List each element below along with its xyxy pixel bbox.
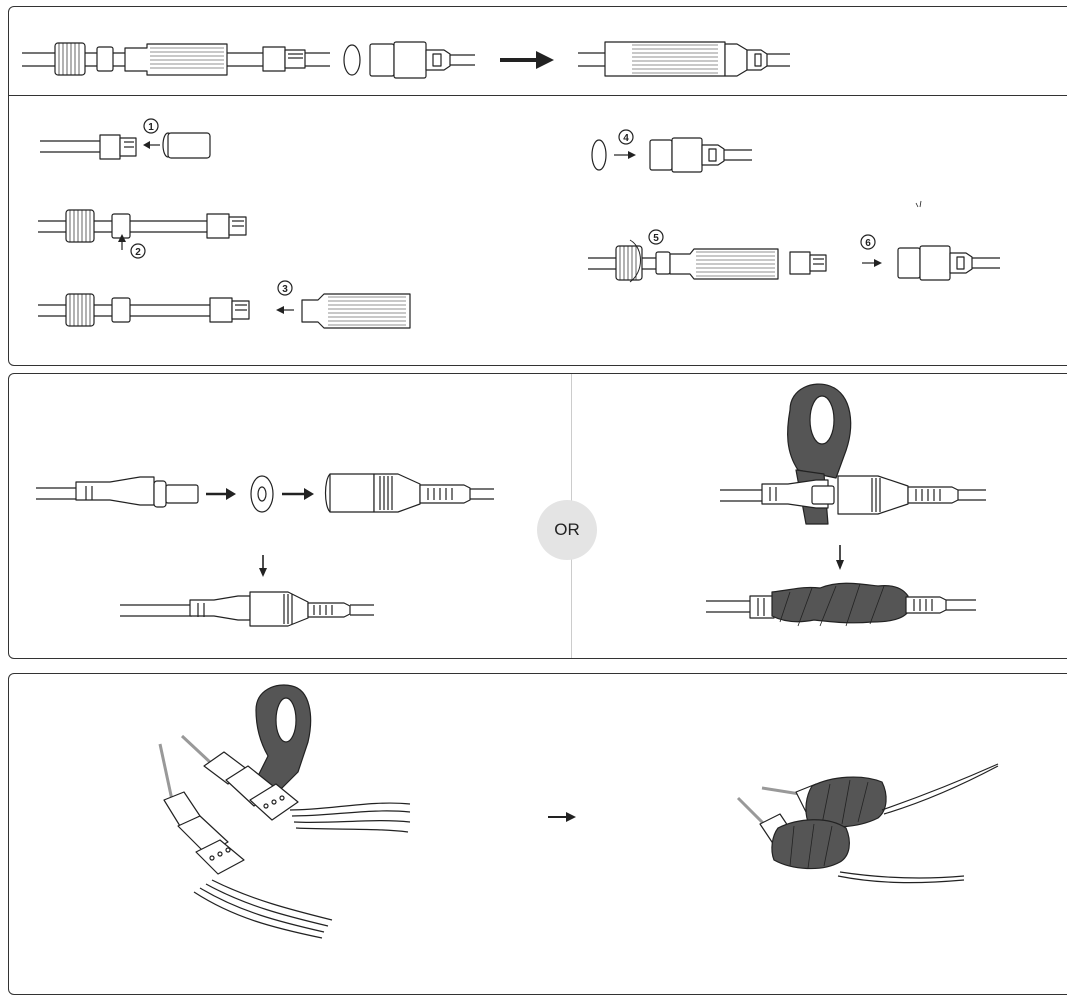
terminal-tape-roll: [247, 684, 312, 803]
terminal-block-upper: [180, 734, 411, 833]
dc-plug-diagram: [36, 476, 236, 508]
step2-diagram: [38, 209, 247, 250]
tape-down-arrow: [836, 545, 844, 570]
step4-diagram: [591, 137, 922, 208]
overview-o-ring: [343, 44, 361, 76]
dc-socket-diagram: [324, 473, 494, 513]
step-number-4: 4: [623, 133, 629, 144]
step-number-5: 5: [653, 233, 659, 244]
step-badge-1: 1: [143, 118, 159, 134]
or-label: OR: [554, 520, 580, 539]
overview-housing: [369, 41, 475, 79]
step-badge-2: 2: [130, 243, 146, 259]
step-badge-5: 5: [648, 229, 664, 245]
panel-terminal-taping: [8, 673, 1067, 995]
step-badge-3: 3: [277, 280, 293, 296]
dc-assembled-diagram: [120, 591, 374, 627]
overview-big-arrow: [500, 51, 554, 69]
step-badge-6: 6: [860, 234, 876, 250]
step-number-3: 3: [282, 284, 288, 295]
dc-washer-diagram: [250, 475, 314, 513]
taped-connector-diagram: [706, 582, 976, 627]
step-badge-4: 4: [618, 129, 634, 145]
taped-terminal-upper: [761, 763, 999, 828]
panel-divider: [9, 95, 1067, 96]
overview-cable-assembly: [22, 42, 330, 76]
step5-diagram: [588, 239, 827, 283]
tape-connector-diagram: [720, 475, 986, 515]
or-badge: OR: [537, 500, 597, 560]
step6-diagram: [862, 245, 1000, 281]
terminal-block-lower: [158, 743, 333, 939]
step-number-6: 6: [865, 238, 871, 249]
dc-down-arrow: [259, 555, 267, 577]
step-number-2: 2: [135, 247, 141, 258]
taped-terminal-lower: [736, 796, 965, 884]
overview-assembled: [578, 41, 790, 77]
step3-diagram: [38, 293, 411, 329]
terminal-right-arrow: [548, 812, 576, 822]
step-number-1: 1: [148, 122, 154, 133]
step1-diagram: [40, 132, 211, 160]
